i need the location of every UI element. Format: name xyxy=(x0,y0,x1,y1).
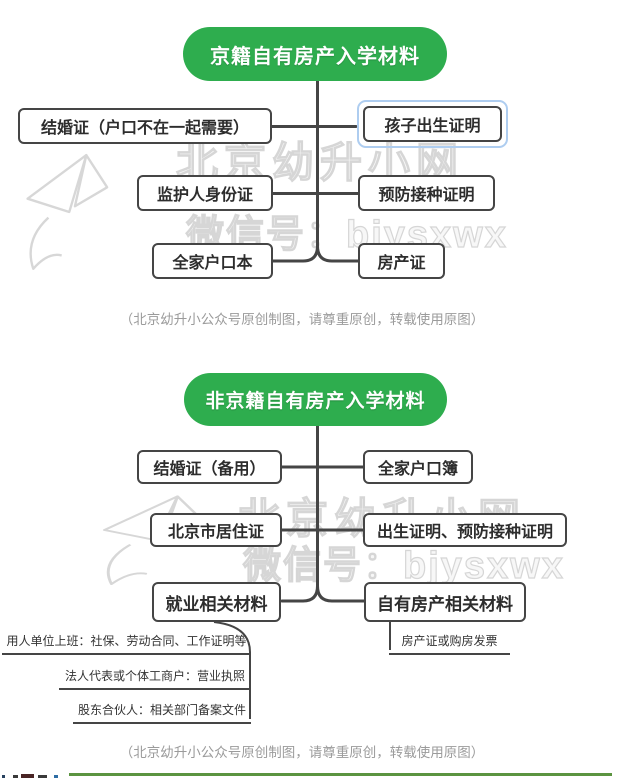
watermark-wechat-id: 微信号：bjysxwx xyxy=(242,545,565,587)
node-property-certificate: 房产证 xyxy=(358,243,445,279)
copyright-caption: （北京幼升小公众号原创制图，请尊重原创，转载使用原图） xyxy=(119,745,485,760)
selection-ring: 孩子出生证明 xyxy=(357,100,508,148)
node-own-property-materials: 自有房产相关材料 xyxy=(364,582,526,622)
node-guardian-id-card: 监护人身份证 xyxy=(137,175,273,211)
section-divider-line xyxy=(69,773,612,776)
node-family-hukou-booklet: 全家户口簿 xyxy=(363,450,473,484)
node-marriage-certificate: 结婚证（户口不在一起需要） xyxy=(18,108,272,144)
node-beijing-residence-permit: 北京市居住证 xyxy=(150,513,282,547)
node-birth-and-vaccination-certificates: 出生证明、预防接种证明 xyxy=(363,513,567,547)
diagram1-root-topic: 京籍自有房产入学材料 xyxy=(183,27,447,81)
node-employment-materials: 就业相关材料 xyxy=(152,582,281,622)
note-employer-social-security: 用人单位上班：社保、劳动合同、工作证明等 xyxy=(2,632,251,655)
copyright-caption: （北京幼升小公众号原创制图，请尊重原创，转载使用原图） xyxy=(119,312,485,327)
node-child-birth-certificate: 孩子出生证明 xyxy=(363,106,502,142)
node-family-hukou-book: 全家户口本 xyxy=(152,243,273,279)
diagram2-root-topic: 非京籍自有房产入学材料 xyxy=(184,373,447,426)
note-property-cert-or-invoice: 房产证或购房发票 xyxy=(389,632,510,655)
node-vaccination-certificate: 预防接种证明 xyxy=(358,175,495,211)
note-shareholder-filing-documents: 股东合伙人：相关部门备案文件 xyxy=(73,701,251,724)
note-legal-rep-business-license: 法人代表或个体工商户：营业执照 xyxy=(59,667,251,690)
node-marriage-certificate-backup: 结婚证（备用） xyxy=(137,450,282,484)
paper-plane-watermark-icon xyxy=(20,146,110,281)
